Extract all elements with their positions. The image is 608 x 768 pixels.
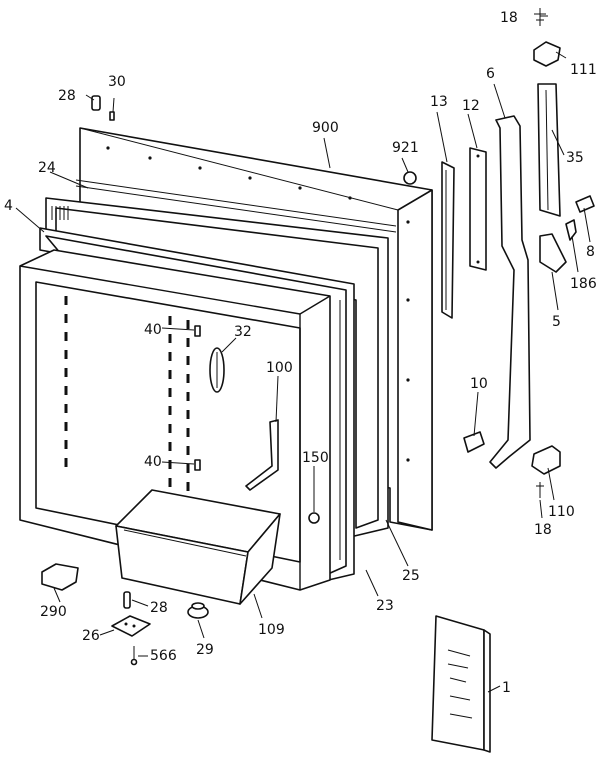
callout-109: 109 xyxy=(258,622,285,638)
callout-5: 5 xyxy=(552,314,561,330)
callout-18-bottom: 18 xyxy=(534,522,552,538)
block-290 xyxy=(41,563,79,591)
callout-6: 6 xyxy=(486,66,495,82)
callout-13: 13 xyxy=(430,94,448,110)
callout-186: 186 xyxy=(570,276,597,292)
callout-921: 921 xyxy=(392,140,419,156)
callout-23: 23 xyxy=(376,598,394,614)
callout-32: 32 xyxy=(234,324,252,340)
door-bracket-100 xyxy=(245,419,279,491)
callout-35: 35 xyxy=(566,150,584,166)
hinge-111 xyxy=(533,41,561,67)
callout-8: 8 xyxy=(586,244,595,260)
screw-28-top xyxy=(91,95,101,111)
bracket-5 xyxy=(539,233,567,273)
leader-lines xyxy=(15,15,591,693)
callout-110: 110 xyxy=(548,504,575,520)
callout-labels: 18 111 28 30 6 13 12 900 921 35 24 4 8 1… xyxy=(4,10,597,696)
channel-35 xyxy=(537,83,561,217)
callout-1: 1 xyxy=(502,680,511,696)
callout-26: 26 xyxy=(82,628,100,644)
screw-566 xyxy=(130,646,138,666)
callout-25: 25 xyxy=(402,568,420,584)
pin-18-bottom xyxy=(536,482,544,498)
inner-door-liner xyxy=(19,249,341,591)
bin-109 xyxy=(115,489,281,605)
callout-40-bottom: 40 xyxy=(144,454,162,470)
bar-12 xyxy=(469,147,487,271)
plate-26 xyxy=(111,615,151,637)
callout-111: 111 xyxy=(570,62,597,78)
clip-186 xyxy=(565,219,577,241)
callout-30: 30 xyxy=(108,74,126,90)
screw-28-bottom xyxy=(123,591,131,609)
callout-28-bottom: 28 xyxy=(150,600,168,616)
callout-28-top: 28 xyxy=(58,88,76,104)
hinge-pin-18-top xyxy=(534,8,546,26)
screw-30 xyxy=(109,111,115,121)
callout-24: 24 xyxy=(38,160,56,176)
callout-900: 900 xyxy=(312,120,339,136)
callout-29: 29 xyxy=(196,642,214,658)
hinge-110 xyxy=(531,445,561,475)
callout-150: 150 xyxy=(302,450,329,466)
bar-13 xyxy=(441,161,455,319)
manual-1 xyxy=(431,615,491,753)
cap-8 xyxy=(575,195,595,213)
callout-4: 4 xyxy=(4,198,13,214)
callout-40-top: 40 xyxy=(144,322,162,338)
callout-12: 12 xyxy=(462,98,480,114)
callout-10: 10 xyxy=(470,376,488,392)
callout-100: 100 xyxy=(266,360,293,376)
callout-18-top: 18 xyxy=(500,10,518,26)
plug-29 xyxy=(187,602,209,619)
callout-290: 290 xyxy=(40,604,67,620)
callout-566: 566 xyxy=(150,648,177,664)
handle-6 xyxy=(489,115,531,469)
